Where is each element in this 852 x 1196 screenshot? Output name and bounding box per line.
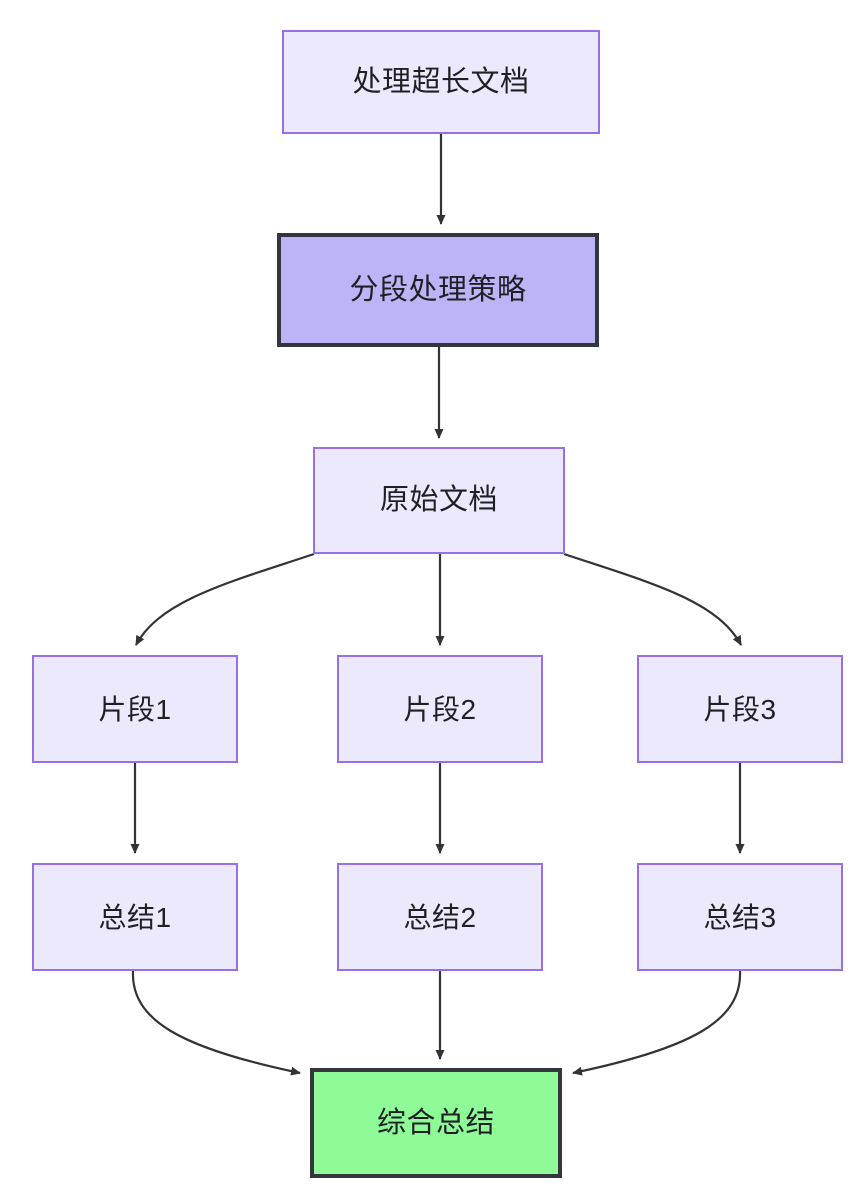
node-segment-3[interactable]: 片段3 [637, 655, 843, 763]
edge-n3-to-s3 [563, 552, 742, 646]
node-label: 综合总结 [376, 1106, 495, 1139]
node-label: 原始文档 [379, 484, 498, 517]
node-segment-2[interactable]: 片段2 [337, 655, 543, 763]
node-label: 总结1 [98, 901, 172, 933]
node-label: 总结3 [703, 901, 777, 933]
node-summary-1[interactable]: 总结1 [32, 863, 238, 971]
node-final-summary[interactable]: 综合总结 [310, 1068, 562, 1178]
node-label: 分段处理策略 [349, 273, 527, 306]
node-label: 总结2 [403, 901, 477, 933]
node-label: 片段2 [403, 693, 477, 725]
node-segment-1[interactable]: 片段1 [32, 655, 238, 763]
node-label: 片段1 [98, 693, 172, 725]
node-label: 处理超长文档 [352, 65, 530, 98]
edge-t3-to-r1 [572, 970, 742, 1076]
edge-n3-to-s1 [135, 552, 315, 646]
edge-t1-to-r1 [131, 970, 301, 1076]
node-summary-2[interactable]: 总结2 [337, 863, 543, 971]
node-summary-3[interactable]: 总结3 [637, 863, 843, 971]
node-label: 片段3 [703, 693, 777, 725]
node-original-document[interactable]: 原始文档 [313, 447, 565, 554]
node-chunking-strategy[interactable]: 分段处理策略 [277, 233, 599, 347]
node-process-long-document[interactable]: 处理超长文档 [282, 30, 600, 134]
